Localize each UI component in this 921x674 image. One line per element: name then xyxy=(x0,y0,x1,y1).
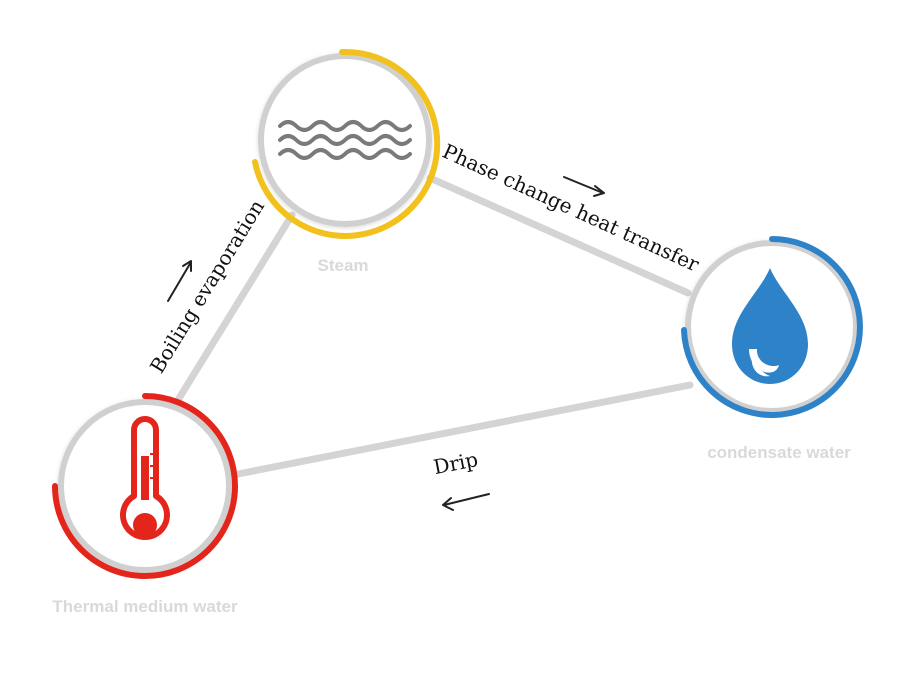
steam-waves-icon xyxy=(278,120,412,160)
steam-progress-arc xyxy=(252,48,441,239)
thermal-node: Thermal medium water xyxy=(52,393,238,616)
arrow-left-icon xyxy=(442,493,490,511)
thermometer-icon xyxy=(120,416,170,541)
connectors xyxy=(174,174,694,478)
condensate-progress-arc xyxy=(681,236,863,418)
condensate-label: condensate water xyxy=(707,443,851,462)
arrow-up-right-icon xyxy=(167,260,192,302)
edge-label-phase-change: Phase change heat transfer xyxy=(439,139,703,277)
steam-label: Steam xyxy=(317,256,368,275)
edge-label-drip: Drip xyxy=(431,447,480,479)
thermal-progress-arc xyxy=(52,393,238,579)
condensate-node: condensate water xyxy=(681,236,863,462)
steam-node: Steam xyxy=(252,48,441,275)
water-drop-icon xyxy=(732,268,808,384)
connector-condensate-thermal xyxy=(234,381,694,478)
connector-steam-condensate xyxy=(426,174,692,297)
connector-thermal-steam xyxy=(174,211,296,404)
direction-arrows xyxy=(167,176,605,511)
arrow-right-icon xyxy=(563,176,605,197)
thermal-label: Thermal medium water xyxy=(52,597,238,616)
